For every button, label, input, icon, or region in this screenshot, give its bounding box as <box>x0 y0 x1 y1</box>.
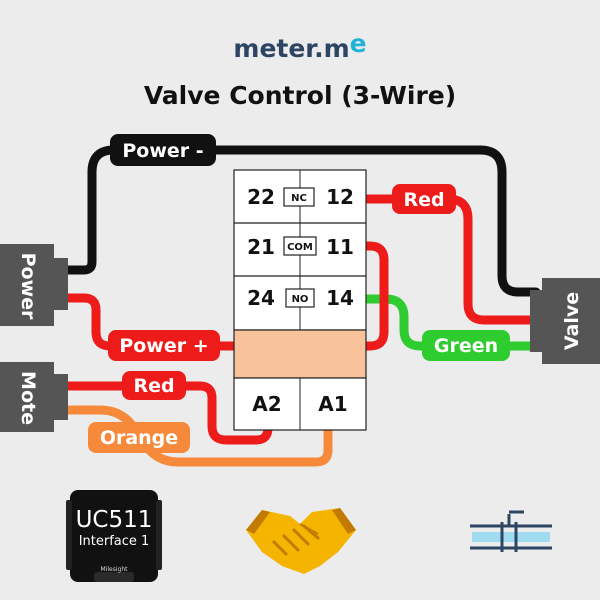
valve-pipe-icon <box>470 510 552 552</box>
relay-terminal-11: 11 <box>326 235 354 259</box>
relay-terminal-21: 21 <box>247 235 275 259</box>
relay-module: 22 NC 12 21 COM 11 24 NO 14 A2 A1 <box>233 169 367 431</box>
uc511-device: UC511 Interface 1 Milesight <box>66 490 162 582</box>
label-valve-green: Green <box>422 330 510 361</box>
mote-source-block: Mote <box>0 362 68 432</box>
svg-text:Red: Red <box>403 189 444 211</box>
relay-terminal-a2: A2 <box>252 392 281 416</box>
wire-power-minus <box>63 145 541 297</box>
svg-text:Valve: Valve <box>561 292 583 350</box>
label-power-minus: Power - <box>110 134 216 166</box>
wire-mote-red <box>63 381 273 445</box>
svg-text:Orange: Orange <box>100 427 178 449</box>
relay-terminal-14: 14 <box>326 286 354 310</box>
relay-switch-no: NO <box>292 294 309 305</box>
device-maker-logo: Milesight <box>101 566 129 573</box>
svg-text:Green: Green <box>434 335 498 357</box>
relay-terminal-12: 12 <box>326 185 354 209</box>
svg-text:Mote: Mote <box>17 371 39 425</box>
svg-text:Power -: Power - <box>122 140 203 162</box>
relay-switch-nc: NC <box>291 193 307 204</box>
wire-mote-orange <box>63 405 333 467</box>
relay-terminal-24: 24 <box>247 286 275 310</box>
power-source-block: Power <box>0 244 68 326</box>
relay-coil-band <box>233 329 367 379</box>
label-power-plus: Power + <box>108 330 220 361</box>
label-mote-orange: Orange <box>88 422 190 453</box>
diagram-title: Valve Control (3-Wire) <box>144 81 456 110</box>
wire-valve-green <box>362 294 541 351</box>
label-valve-red: Red <box>392 184 456 214</box>
brand-logo: meter.me <box>233 29 366 63</box>
svg-text:Red: Red <box>133 375 174 397</box>
wire-valve-red <box>362 194 541 325</box>
device-model: UC511 <box>76 507 153 533</box>
handshake-icon <box>246 508 356 574</box>
svg-text:Power: Power <box>17 253 39 320</box>
relay-terminal-22: 22 <box>247 185 275 209</box>
label-mote-red: Red <box>122 371 186 400</box>
svg-text:Power +: Power + <box>119 335 208 357</box>
valve-block: Valve <box>530 278 600 364</box>
device-subtitle: Interface 1 <box>79 534 150 549</box>
relay-switch-com: COM <box>287 242 313 253</box>
relay-terminal-a1: A1 <box>318 392 347 416</box>
